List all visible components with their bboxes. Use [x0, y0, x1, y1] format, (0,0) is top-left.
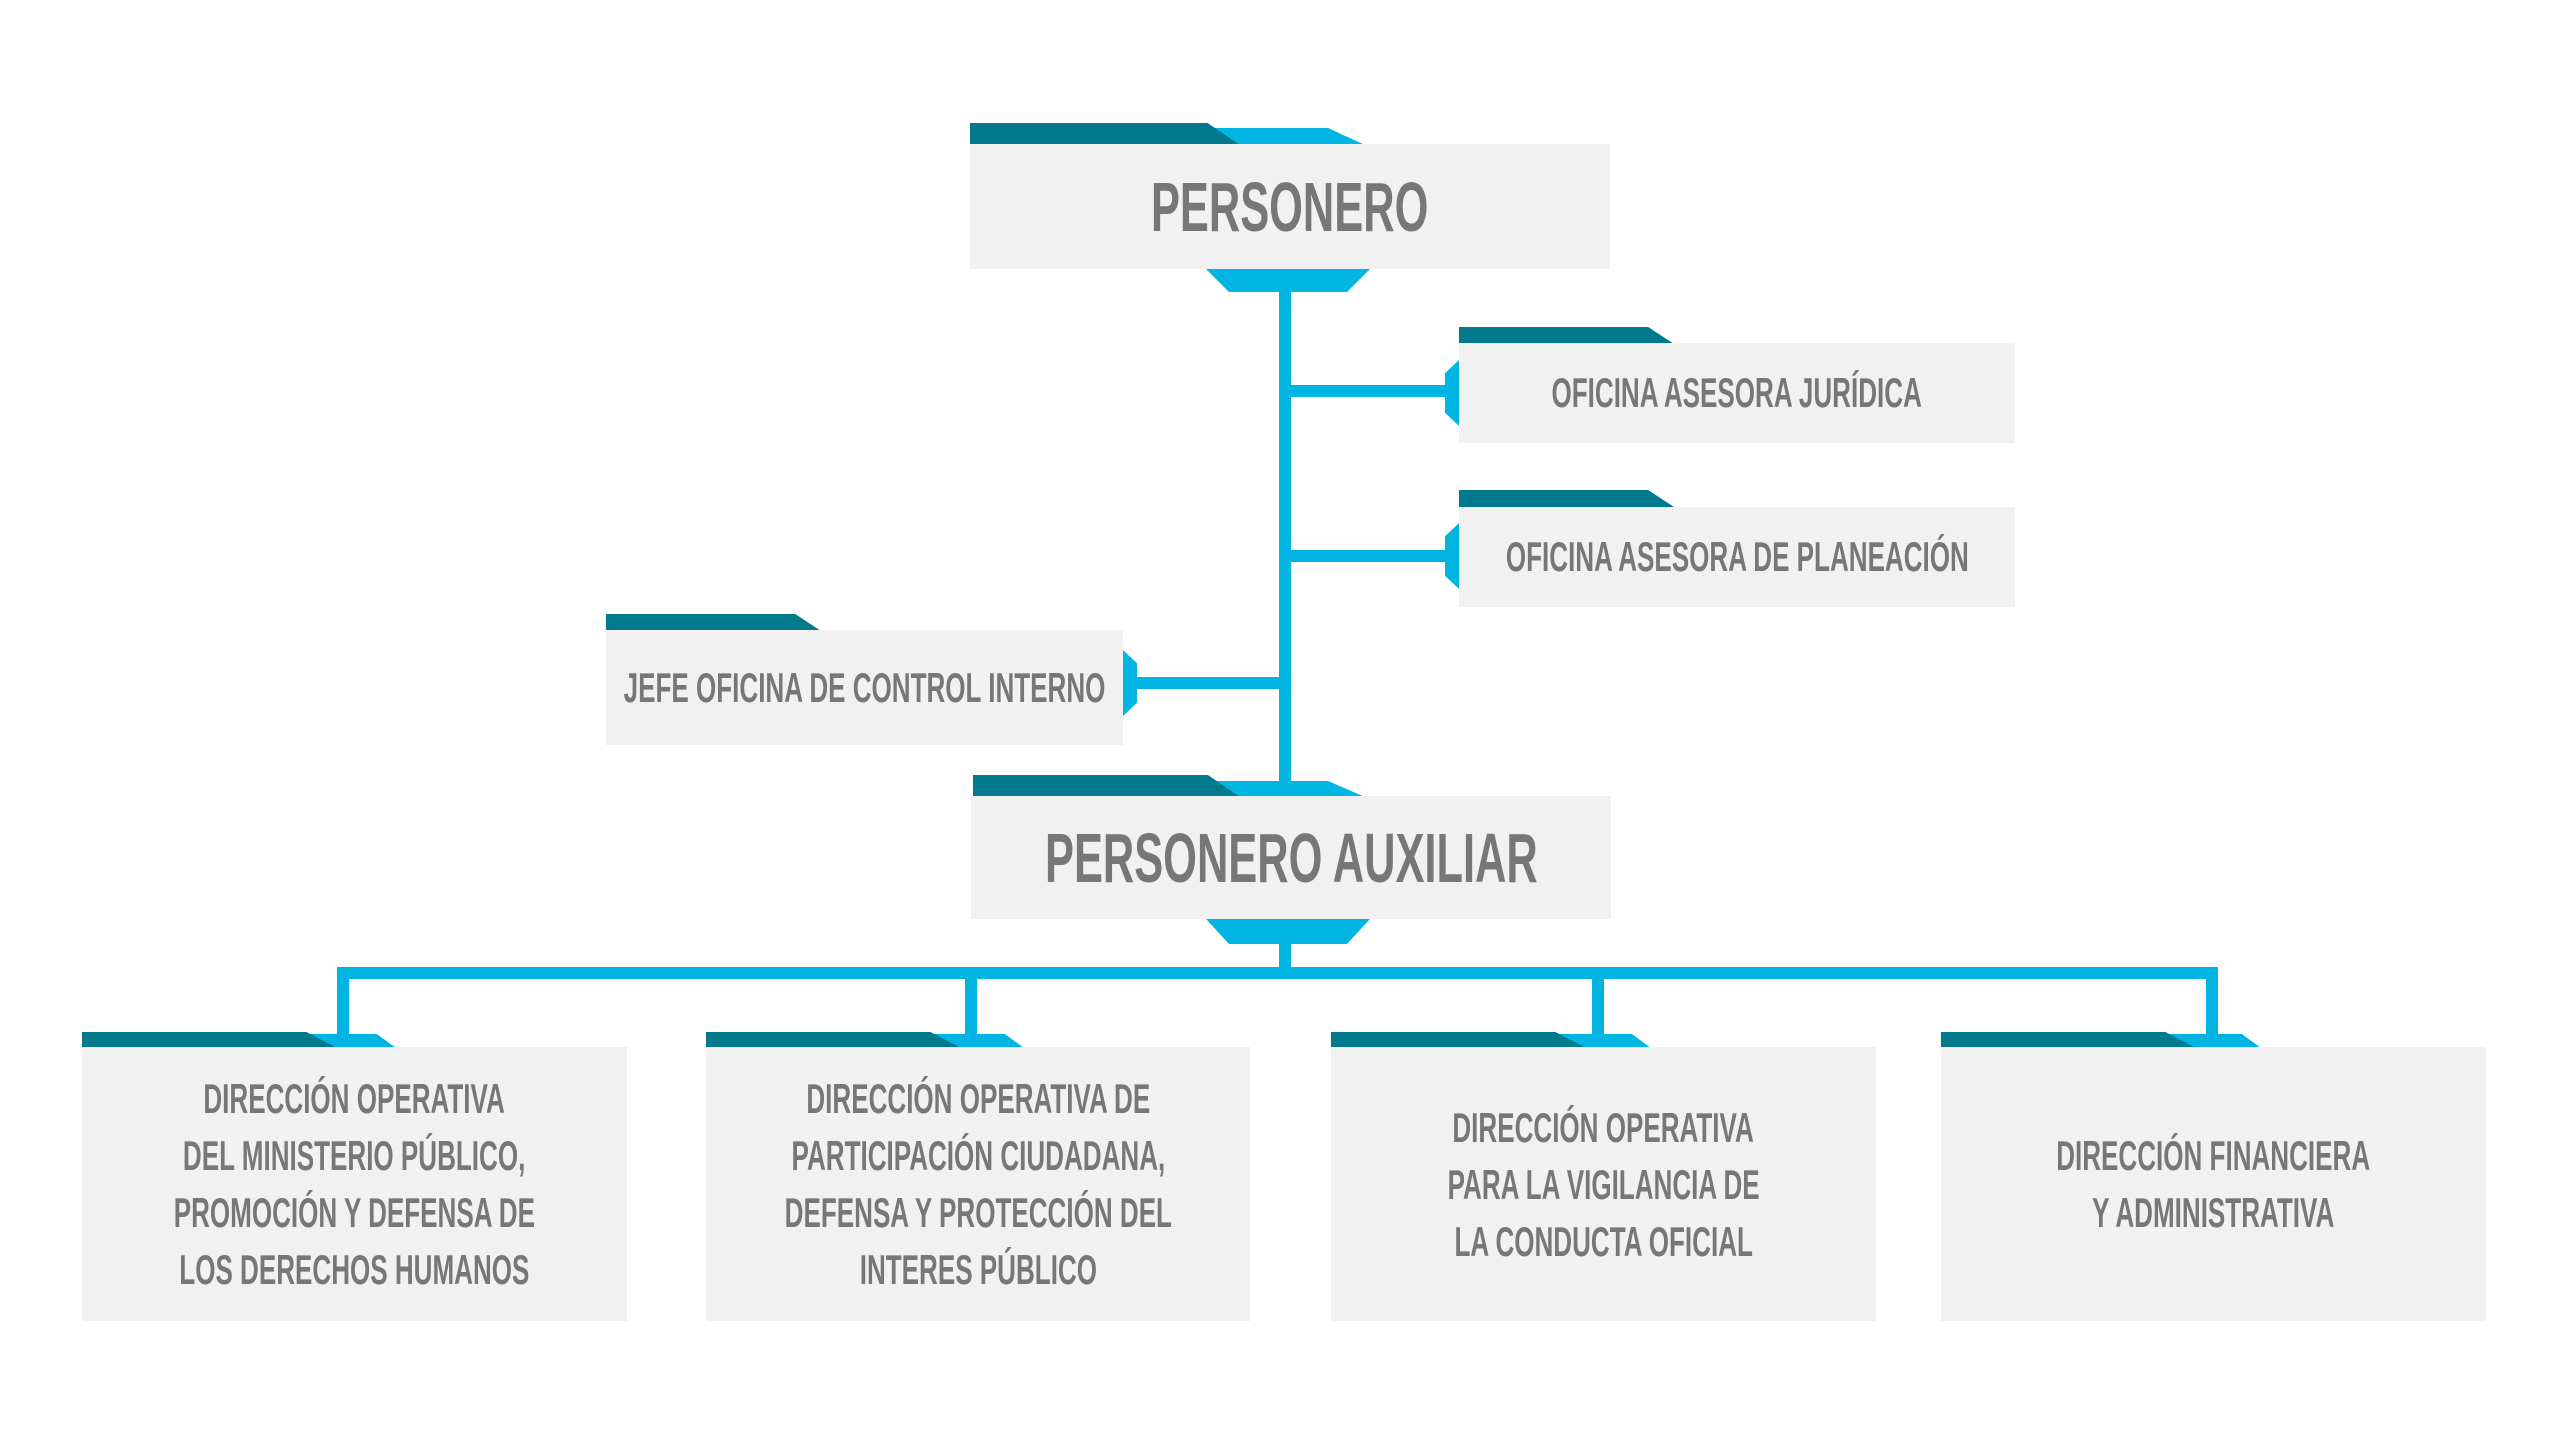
- node-label-line: Y ADMINISTRATIVA: [2092, 1189, 2335, 1236]
- node-label-line: PROMOCIÓN Y DEFENSA DE: [173, 1189, 536, 1236]
- node-label: OFICINA ASESORA DE PLANEACIÓN: [1505, 533, 1969, 580]
- tab-dark: [1459, 327, 1674, 344]
- connector-cap: [1206, 919, 1370, 944]
- node-label-line: LA CONDUCTA OFICIAL: [1454, 1217, 1753, 1265]
- tab-dark: [973, 775, 1240, 797]
- node-label-line: INTERES PÚBLICO: [859, 1246, 1097, 1293]
- node-label: JEFE OFICINA DE CONTROL INTERNO: [623, 663, 1106, 711]
- node-label-line: DIRECCIÓN OPERATIVA DE: [806, 1075, 1150, 1122]
- connector-planeacion: [1285, 550, 1450, 562]
- node-label-line: DIRECCIÓN FINANCIERA: [2056, 1132, 2371, 1179]
- connector-notch: [1123, 650, 1137, 716]
- connector-control: [1130, 677, 1285, 689]
- node-personero: PERSONERO: [970, 144, 1610, 269]
- tab-dark: [1331, 1032, 1586, 1048]
- tab-dark: [82, 1032, 337, 1048]
- tab-dark: [1941, 1032, 2196, 1048]
- node-oficina-juridica: OFICINA ASESORA JURÍDICA: [1459, 343, 2015, 443]
- drop-2: [965, 967, 977, 1037]
- drop-4: [2206, 967, 2218, 1037]
- main-vertical-connector: [1279, 290, 1291, 798]
- node-direccion-vigilancia-conducta: DIRECCIÓN OPERATIVA PARA LA VIGILANCIA D…: [1331, 1047, 1876, 1321]
- node-label: OFICINA ASESORA JURÍDICA: [1551, 369, 1923, 416]
- node-direccion-participacion-ciudadana: DIRECCIÓN OPERATIVA DE PARTICIPACIÓN CIU…: [706, 1047, 1250, 1321]
- node-label: PERSONERO: [1151, 167, 1429, 246]
- node-oficina-planeacion: OFICINA ASESORA DE PLANEACIÓN: [1459, 507, 2015, 607]
- node-label-line: PARA LA VIGILANCIA DE: [1447, 1160, 1760, 1208]
- tab-dark: [706, 1032, 961, 1048]
- connector-juridica: [1285, 385, 1450, 397]
- tab-dark: [1459, 490, 1674, 507]
- tab-dark: [970, 123, 1240, 145]
- drop-3: [1592, 967, 1604, 1037]
- node-label-line: DEFENSA Y PROTECCIÓN DEL: [784, 1189, 1172, 1236]
- connector-notch: [1445, 360, 1459, 426]
- node-direccion-ministerio-publico: DIRECCIÓN OPERATIVA DEL MINISTERIO PÚBLI…: [82, 1047, 627, 1321]
- tab-dark: [606, 614, 821, 631]
- node-label: PERSONERO AUXILIAR: [1044, 818, 1538, 897]
- node-label-line: DIRECCIÓN OPERATIVA: [203, 1075, 506, 1122]
- node-label-line: PARTICIPACIÓN CIUDADANA,: [791, 1132, 1165, 1179]
- node-label-line: DIRECCIÓN OPERATIVA: [1452, 1103, 1755, 1151]
- connector-cap: [1206, 269, 1370, 292]
- node-label-line: LOS DERECHOS HUMANOS: [179, 1246, 530, 1293]
- drop-1: [337, 967, 349, 1037]
- node-personero-auxiliar: PERSONERO AUXILIAR: [971, 796, 1611, 919]
- node-label-line: DEL MINISTERIO PÚBLICO,: [183, 1132, 526, 1179]
- connector-notch: [1445, 523, 1459, 589]
- horizontal-bus: [337, 967, 2218, 979]
- node-control-interno: JEFE OFICINA DE CONTROL INTERNO: [606, 630, 1123, 745]
- node-direccion-financiera: DIRECCIÓN FINANCIERA Y ADMINISTRATIVA: [1941, 1047, 2486, 1321]
